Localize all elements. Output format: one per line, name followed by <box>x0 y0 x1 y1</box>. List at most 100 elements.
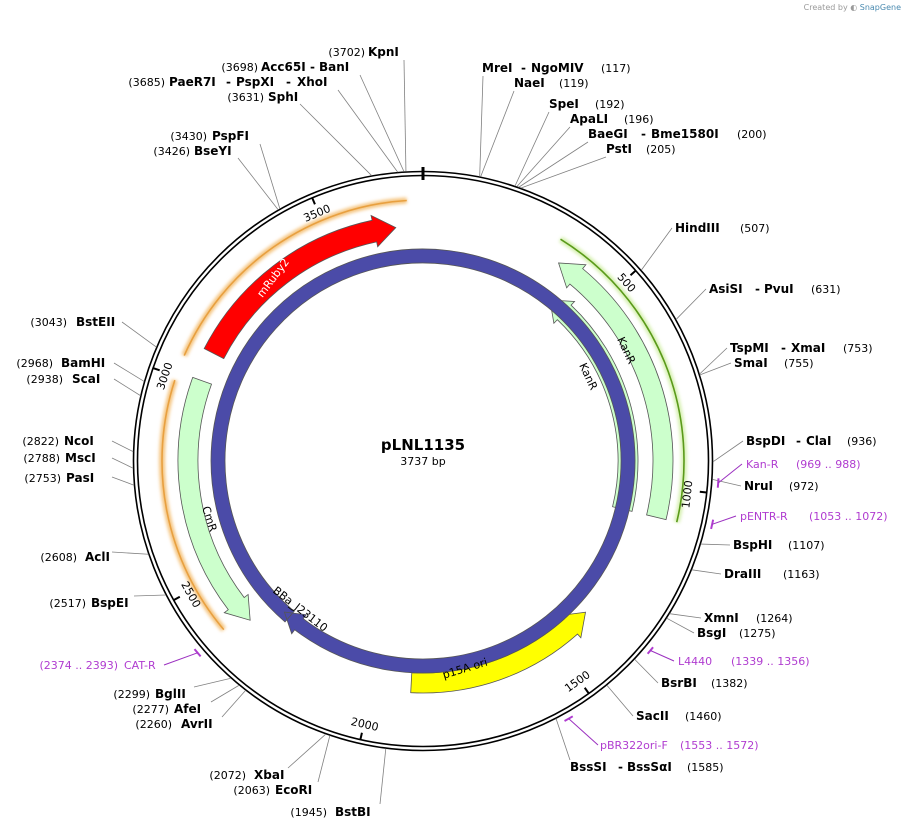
site-bsssi[interactable]: BssSI - BssSαI (1585) <box>570 760 724 774</box>
primer-l4440-label[interactable]: L4440 (1339 .. 1356) <box>678 655 810 668</box>
site-pos: (3426) <box>153 145 190 158</box>
primer-l4440[interactable] <box>646 646 654 655</box>
site-pspfi[interactable]: (3430) PspFI <box>170 129 249 143</box>
leader-avrii <box>221 690 246 718</box>
site-pasi[interactable]: (2753) PasI <box>24 471 94 485</box>
site-sacii[interactable]: SacII (1460) <box>636 709 722 723</box>
feature-bba-j23110[interactable] <box>210 248 636 674</box>
site-xmni[interactable]: XmnI (1264) <box>704 611 793 625</box>
site-name: SpeI <box>549 97 579 111</box>
site-name: Acc65I <box>261 60 306 74</box>
site-pos: (1460) <box>685 710 722 723</box>
site-name-3: XhoI <box>297 75 328 89</box>
site-asisi[interactable]: AsiSI - PvuI (631) <box>709 282 841 296</box>
site-bsteii[interactable]: (3043) BstEII <box>30 315 115 329</box>
leader-xmni <box>669 613 702 619</box>
site-name-2: XmaI <box>791 341 825 355</box>
snapgene-logo-icon: ◐ <box>850 3 858 12</box>
leader-psti <box>520 156 607 189</box>
primer-kan-r-label[interactable]: Kan-R (969 .. 988) <box>746 458 861 471</box>
leader-sacii <box>606 684 634 717</box>
tick-mark <box>629 269 637 276</box>
site-paer7i[interactable]: (3685) PaeR7I - PspXI - XhoI <box>128 75 327 89</box>
site-afei[interactable]: (2277) AfeI <box>132 702 201 716</box>
site-kpni[interactable]: (3702) KpnI <box>328 45 398 59</box>
feature-mruby2[interactable] <box>203 214 397 360</box>
site-name: BaeGI <box>588 127 628 141</box>
site-naei[interactable]: NaeI (119) <box>514 76 589 90</box>
primer-pentr-r-label[interactable]: pENTR-R (1053 .. 1072) <box>740 510 888 523</box>
site-name-2: BanI <box>319 60 349 74</box>
site-name: NcoI <box>64 434 94 448</box>
site-sep: - <box>521 61 526 75</box>
site-name-2: NgoMIV <box>531 61 584 75</box>
site-psti[interactable]: PstI (205) <box>606 142 676 156</box>
site-bsphi[interactable]: BspHI (1107) <box>733 538 825 552</box>
site-name: BspHI <box>733 538 772 552</box>
primer-leader-cat-r <box>163 652 198 666</box>
site-pos: (631) <box>811 283 841 296</box>
site-name: BstBI <box>335 805 371 819</box>
site-baegi[interactable]: BaeGI - Bme1580I (200) <box>588 127 767 141</box>
site-pos: (1264) <box>756 612 793 625</box>
site-mrei[interactable]: MreI - NgoMIV (117) <box>482 61 631 75</box>
site-draiii[interactable]: DraIII (1163) <box>724 567 820 581</box>
site-acli[interactable]: (2608) AclI <box>40 550 110 564</box>
site-ecori[interactable]: (2063) EcoRI <box>233 783 312 797</box>
site-bsrbi[interactable]: BsrBI (1382) <box>661 676 748 690</box>
site-smai[interactable]: SmaI (755) <box>734 356 814 370</box>
feature-cmr[interactable] <box>177 376 251 621</box>
primer-cat-r[interactable] <box>193 648 202 658</box>
leader-scai <box>113 378 141 396</box>
leader-apali <box>516 126 571 187</box>
primer-range: (969 .. 988) <box>796 458 861 471</box>
leader-naei <box>480 90 515 177</box>
site-acc65i[interactable]: (3698) Acc65I - BanI <box>221 60 349 74</box>
site-avrii[interactable]: (2260) AvrII <box>135 717 212 731</box>
site-bglii[interactable]: (2299) BglII <box>113 687 185 701</box>
primer-name: CAT-R <box>124 659 156 672</box>
leader-bsssi <box>555 718 571 761</box>
leader-pasi <box>111 476 135 486</box>
site-sep: - <box>796 434 801 448</box>
orf-arcs <box>159 197 687 632</box>
site-name: KpnI <box>368 45 399 59</box>
site-ncoi[interactable]: (2822) NcoI <box>22 434 93 448</box>
site-name-2: PspXI <box>236 75 274 89</box>
primers <box>163 463 743 746</box>
site-pos: (117) <box>601 62 631 75</box>
site-sep: - <box>226 75 231 89</box>
site-pos: (2968) <box>16 357 53 370</box>
site-sphi[interactable]: (3631) SphI <box>227 90 298 104</box>
site-bamhi[interactable]: (2968) BamHI <box>16 356 105 370</box>
site-bstbi[interactable]: (1945) BstBI <box>290 805 370 819</box>
site-apali[interactable]: ApaLI (196) <box>570 112 654 126</box>
site-tspmi[interactable]: TspMI - XmaI (753) <box>730 341 873 355</box>
site-pos: (2608) <box>40 551 77 564</box>
site-name: BssSI <box>570 760 607 774</box>
site-name: TspMI <box>730 341 769 355</box>
site-msci[interactable]: (2788) MscI <box>23 451 95 465</box>
site-name: HindIII <box>675 221 720 235</box>
site-nrui[interactable]: NruI (972) <box>744 479 819 493</box>
site-hindiii[interactable]: HindIII (507) <box>675 221 770 235</box>
site-scai[interactable]: (2938) ScaI <box>26 372 100 386</box>
site-spei[interactable]: SpeI (192) <box>549 97 625 111</box>
feature-kanr-1[interactable] <box>557 262 674 521</box>
site-bspei[interactable]: (2517) BspEI <box>49 596 128 610</box>
site-sep: - <box>641 127 646 141</box>
leader-draiii <box>691 569 722 575</box>
site-name: SphI <box>268 90 298 104</box>
primer-cat-r-label[interactable]: (2374 .. 2393) CAT-R <box>39 659 156 672</box>
site-pos: (507) <box>740 222 770 235</box>
plasmid-length: 3737 bp <box>400 455 445 468</box>
primer-pbr322ori-f[interactable] <box>564 715 574 722</box>
site-bsgi[interactable]: BsgI (1275) <box>697 626 776 640</box>
site-pos: (2072) <box>209 769 246 782</box>
site-bseyi[interactable]: (3426) BseYI <box>153 144 231 158</box>
primer-pbr322ori-f-label[interactable]: pBR322ori-F (1553 .. 1572) <box>600 739 759 752</box>
site-bspdi[interactable]: BspDI - ClaI (936) <box>746 434 877 448</box>
site-xbai[interactable]: (2072) XbaI <box>209 768 284 782</box>
leader-xbai <box>287 733 326 769</box>
leader-bamhi <box>113 362 145 382</box>
